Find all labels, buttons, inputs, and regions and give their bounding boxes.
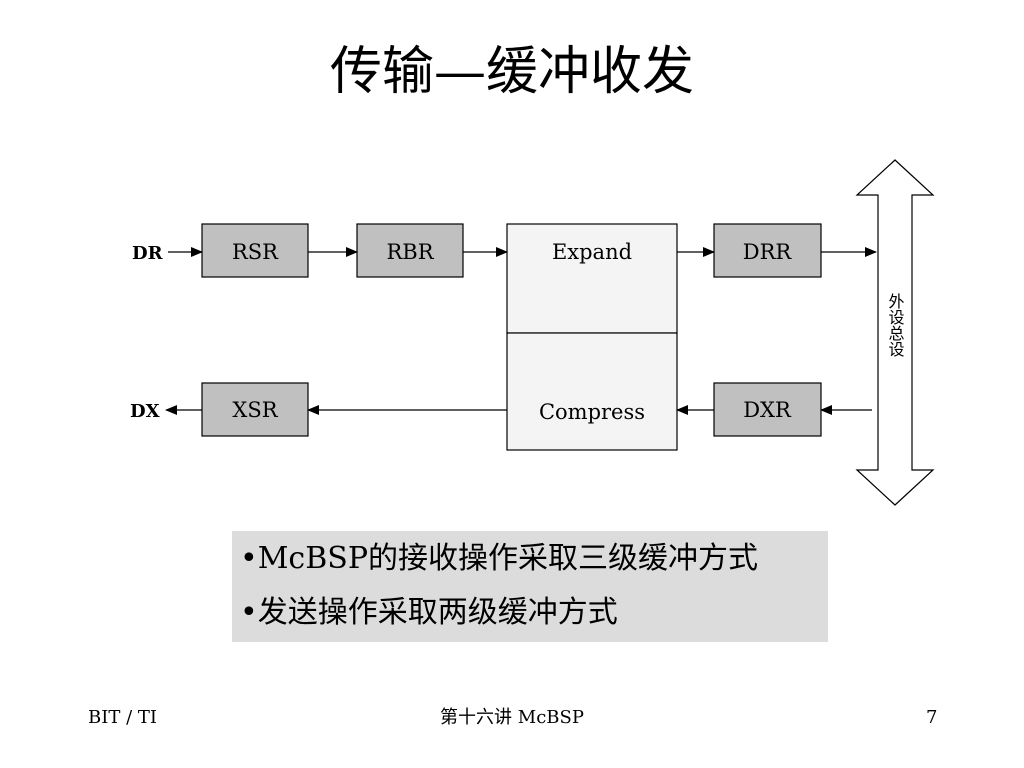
bullet-item: •McBSP的接收操作采取三级缓冲方式: [240, 541, 758, 576]
expand-label: Expand: [552, 240, 632, 264]
page-number: 7: [926, 707, 938, 728]
peripheral-bus-arrow: [855, 159, 935, 506]
footer-center: 第十六讲 McBSP: [440, 707, 584, 728]
compress-label: Compress: [539, 400, 645, 424]
drr-label: DRR: [743, 240, 793, 264]
expand-box: [506, 223, 678, 334]
rsr-label: RSR: [232, 240, 279, 264]
dxr-box: [713, 382, 822, 437]
rbr-box: [356, 223, 464, 278]
rsr-box: [201, 223, 309, 278]
drr-box: [713, 223, 822, 278]
bus-label: 外设总设: [886, 293, 905, 357]
slide-title: 传输—缓冲收发: [329, 42, 694, 102]
bullet-item: •发送操作采取两级缓冲方式: [240, 595, 618, 630]
xsr-label: XSR: [232, 398, 278, 422]
dr-label: DR: [132, 243, 164, 264]
compress-box: [506, 332, 678, 451]
dx-label: DX: [130, 401, 160, 422]
rbr-label: RBR: [386, 240, 434, 264]
dxr-label: DXR: [743, 398, 792, 422]
footer-left: BIT / TI: [88, 707, 157, 728]
bullet-box: •McBSP的接收操作采取三级缓冲方式 •发送操作采取两级缓冲方式: [232, 531, 828, 642]
